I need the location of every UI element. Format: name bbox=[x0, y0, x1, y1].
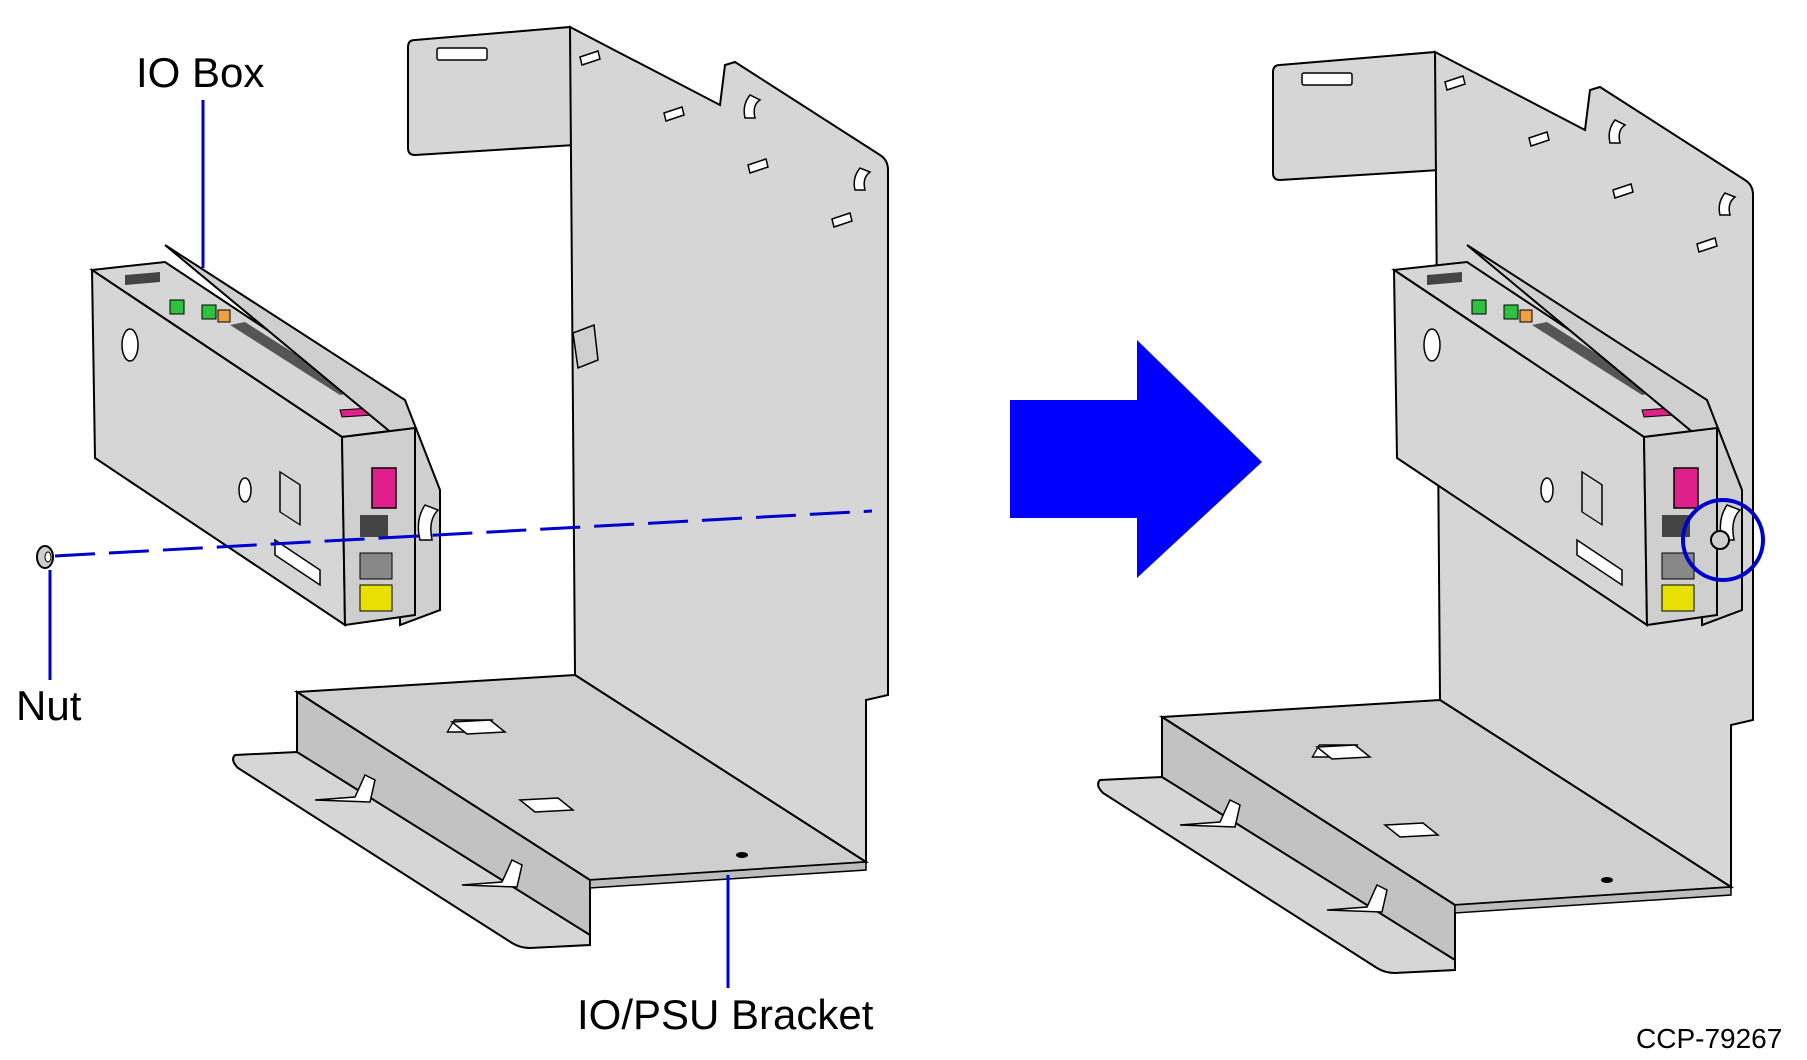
circle-highlight bbox=[1681, 498, 1765, 582]
nut-label: Nut bbox=[16, 682, 82, 729]
bracket-label: IO/PSU Bracket bbox=[577, 991, 874, 1038]
assembly-path-line bbox=[54, 509, 873, 558]
io-box-label: IO Box bbox=[136, 49, 265, 96]
installed-nut bbox=[1710, 530, 1730, 550]
right-arrow-icon bbox=[1010, 340, 1262, 578]
nut-part bbox=[36, 545, 54, 569]
figure-id-label: CCP-79267 bbox=[1636, 1023, 1783, 1054]
io-box-left bbox=[91, 244, 441, 626]
